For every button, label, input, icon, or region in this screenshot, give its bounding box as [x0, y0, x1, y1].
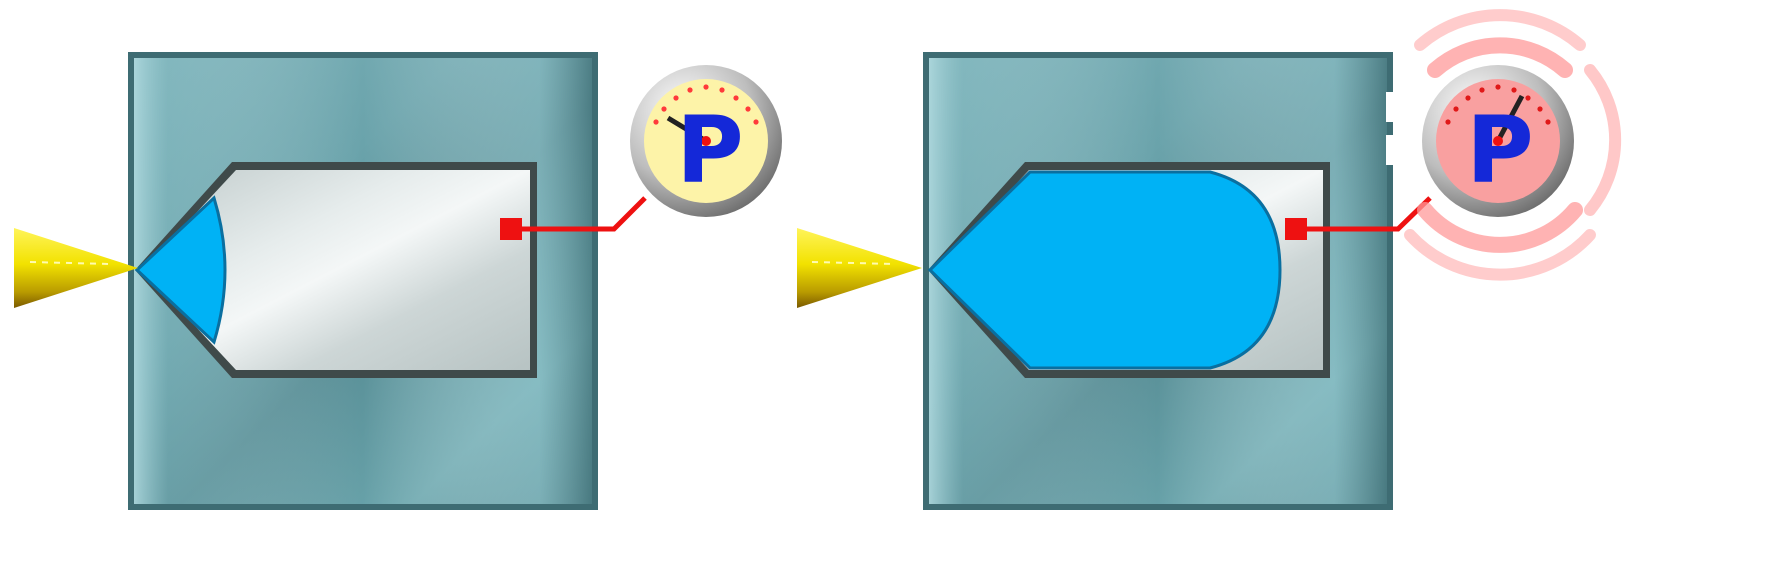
inlet-cone[interactable] [14, 228, 138, 308]
inlet-cone[interactable] [797, 228, 922, 308]
fluid-level [927, 170, 1282, 370]
tank-assembly-low[interactable]: P [14, 52, 782, 510]
gauge-scale [653, 84, 759, 125]
alarm-pulse [1404, 9, 1622, 281]
pressure-gauge-alarm[interactable]: P [1422, 65, 1574, 217]
gauge-scale [1445, 84, 1551, 125]
gauge-symbol: P [676, 97, 743, 204]
inlet-cone-shine [29, 261, 111, 265]
cylinder-body [135, 162, 537, 378]
sensor-line [500, 196, 647, 240]
fluid-level [134, 195, 227, 345]
tank-assembly-high[interactable]: P [797, 9, 1622, 510]
inlet-cone-shine [811, 261, 896, 265]
gauge-symbol: P [1466, 97, 1533, 204]
pressure-gauge[interactable]: P [630, 65, 782, 217]
gauge-needle [1495, 94, 1525, 143]
gauge-needle [666, 115, 708, 144]
